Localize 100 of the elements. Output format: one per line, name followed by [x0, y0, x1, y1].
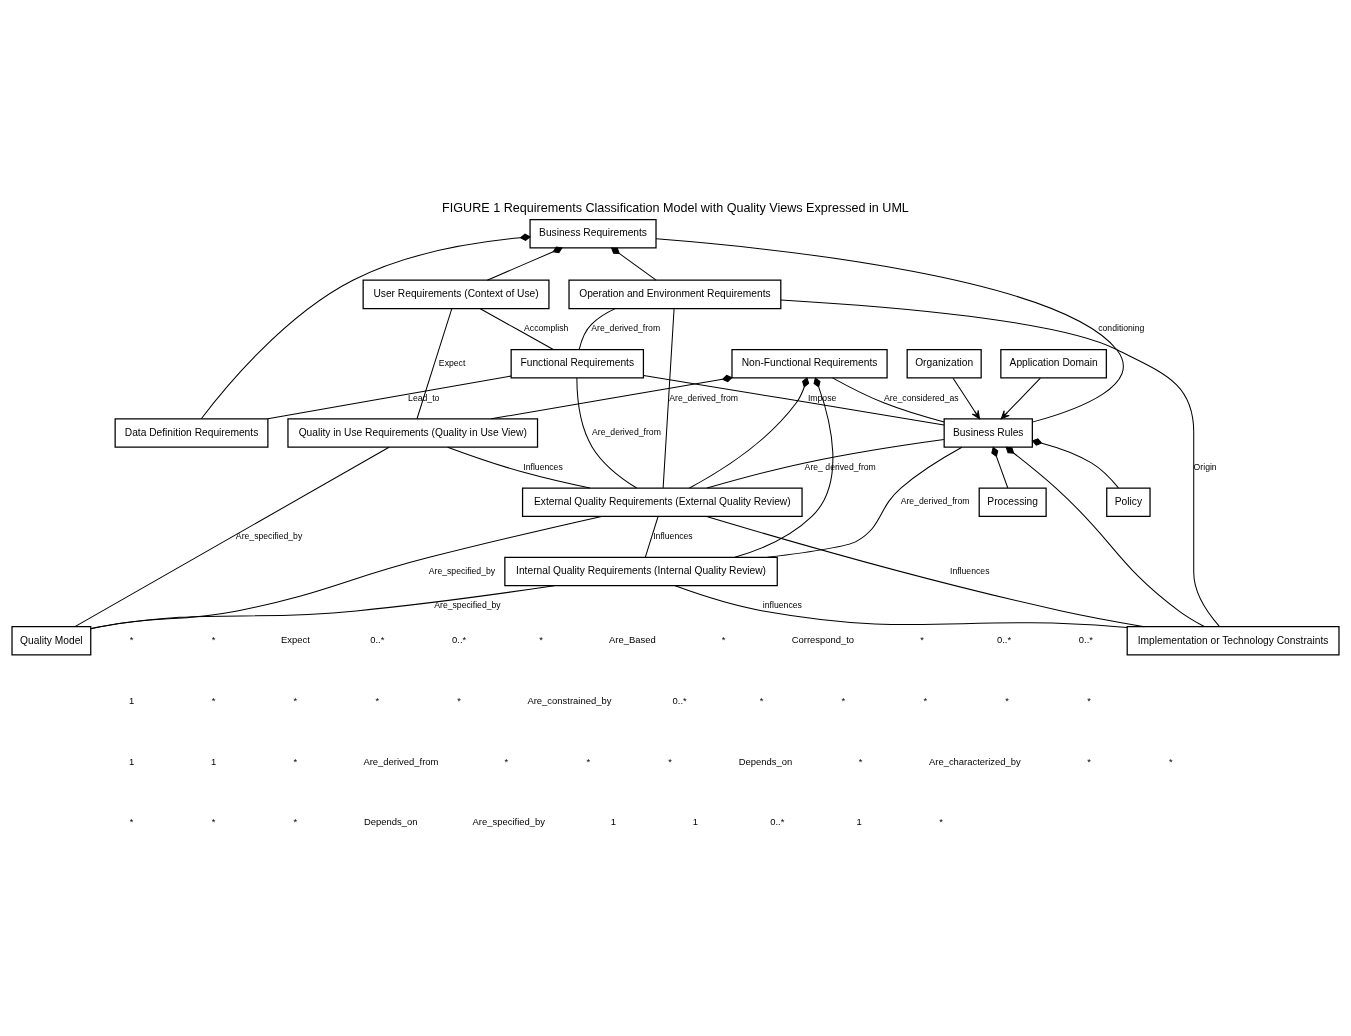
label: Are_constrained_by [527, 694, 612, 706]
connector [991, 446, 1009, 489]
edge-label: Are_derived_from [592, 427, 661, 438]
connector [1031, 438, 1119, 489]
label: Depends_on [738, 755, 793, 767]
label: * [211, 816, 216, 828]
connector [610, 247, 657, 281]
node-box: Internal Quality Requirements (Internal Quality Review) [504, 556, 778, 587]
connector [644, 516, 659, 558]
edge-label: conditioning [1098, 323, 1145, 334]
label: * [1087, 755, 1091, 767]
connector [486, 246, 563, 281]
connector [689, 377, 810, 489]
label: * [539, 634, 543, 646]
connector [662, 308, 675, 489]
label: 0..* [452, 634, 467, 646]
edge-label: Are_specified_by [434, 600, 501, 611]
node-box: Functional Requirements [510, 348, 645, 379]
label: 1 [129, 694, 135, 706]
node-box: Non-Functional Requirements [731, 348, 888, 379]
label: Are_derived_from [363, 755, 439, 767]
label: 0..* [370, 634, 385, 646]
label: Are_Based [609, 634, 656, 646]
label: * [1087, 694, 1091, 706]
label: * [211, 634, 216, 646]
arrow [952, 377, 980, 420]
connector [767, 446, 963, 558]
label: * [1005, 694, 1009, 706]
edge-label: Are_derived_from [900, 496, 970, 507]
label: 0..* [672, 694, 687, 706]
connector [832, 377, 945, 423]
edge-label: Origin [1193, 461, 1217, 472]
label: Are_characterized_by [928, 755, 1021, 767]
label: * [457, 694, 462, 706]
label: Expect [281, 634, 310, 646]
node-box: Business Requirements [529, 219, 657, 249]
label: 1 [210, 755, 217, 767]
label: * [129, 634, 134, 646]
node-box: User Requirements (Context of Use) [362, 279, 550, 310]
connector [706, 516, 1145, 628]
edge-label: Accomplish [524, 323, 569, 334]
label: * [211, 694, 216, 706]
connector [578, 308, 616, 350]
edge-label: Are_considered_as [884, 392, 959, 403]
label: 1 [129, 755, 135, 767]
label: * [129, 816, 134, 828]
edge-label: Are_specified_by [235, 531, 303, 542]
label: Depends_on [363, 816, 418, 828]
label: * [375, 694, 380, 706]
node-box: External Quality Requirements (External Quality Review) [521, 487, 803, 518]
label: * [1169, 755, 1173, 767]
connector [267, 375, 512, 420]
connector [416, 308, 453, 420]
edge-label: Are_specified_by [428, 565, 496, 576]
edge-label: Influences [653, 531, 693, 542]
label: 0..* [996, 634, 1012, 646]
label: * [939, 816, 943, 828]
label: * [721, 634, 726, 646]
edge-label: influences [762, 600, 802, 611]
connector [706, 438, 945, 489]
node-box: Quality in Use Requirements (Quality in Use View) [287, 418, 539, 448]
edge-label: Are_derived_from [669, 392, 739, 403]
connector [447, 446, 591, 489]
label: Correspond_to [791, 634, 855, 646]
connector [576, 377, 638, 489]
connector [90, 585, 555, 629]
edge-label: Influences [523, 461, 563, 472]
edge-label: Influences [950, 565, 990, 576]
label: 0..* [1078, 634, 1093, 646]
edge-label: Are_derived_from [591, 323, 661, 334]
label: 0..* [770, 816, 785, 828]
node-box: Business Rules [943, 418, 1033, 448]
label: * [293, 816, 298, 828]
label: Are_specified_by [472, 816, 545, 828]
node-box: Implementation or Technology Constraints [1126, 626, 1340, 656]
connector [74, 446, 390, 628]
connector [1005, 446, 1205, 628]
label: * [841, 694, 846, 706]
connector [490, 374, 733, 420]
label: * [759, 694, 764, 706]
connector [734, 377, 834, 558]
node-box: Policy [1106, 487, 1151, 518]
node-box: Operation and Environment Requirements [568, 279, 782, 310]
connector [655, 238, 1124, 423]
edge-label: Expect [438, 357, 466, 368]
connector [479, 308, 554, 350]
label: * [293, 755, 298, 767]
label: * [504, 755, 509, 767]
label: 1 [856, 816, 862, 828]
label: * [668, 755, 673, 767]
node-box: Quality Model [11, 626, 92, 656]
label: * [920, 634, 924, 646]
node-box: Organization [906, 348, 982, 379]
label: * [293, 694, 298, 706]
connector [674, 585, 1128, 628]
connector [200, 233, 531, 420]
label: * [858, 755, 863, 767]
node-box: Data Definition Requirements [114, 418, 269, 448]
connector [90, 515, 603, 630]
label: * [586, 755, 591, 767]
